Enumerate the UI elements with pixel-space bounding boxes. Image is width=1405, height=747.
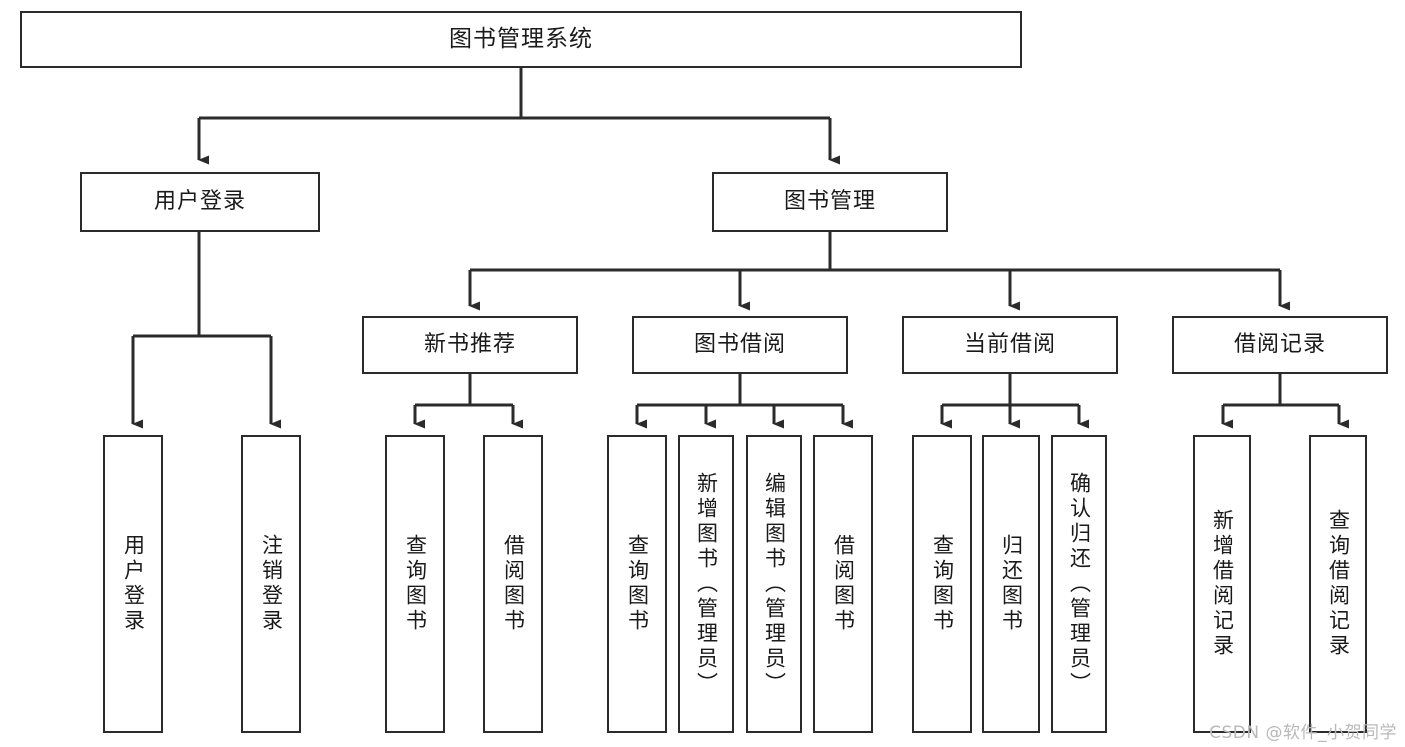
node-user-login-label: 用户登录 xyxy=(153,189,246,215)
leaf-record-add-record-label: 新增借阅记录 xyxy=(1210,509,1235,659)
csdn-watermark: CSDN @软件_小贺同学 xyxy=(1209,723,1397,743)
node-book-borrow[interactable]: 图书借阅 xyxy=(632,316,848,374)
leaf-current-query-book-label: 查询图书 xyxy=(930,534,955,634)
leaf-current-return-book-label: 归还图书 xyxy=(999,534,1024,634)
node-current-borrow-label: 当前借阅 xyxy=(963,332,1056,358)
leaf-recommend-borrow-book[interactable]: 借阅图书 xyxy=(483,435,543,733)
leaf-user-login-logout[interactable]: 注销登录 xyxy=(241,435,301,733)
leaf-borrow-query-book-label: 查询图书 xyxy=(625,534,650,634)
node-borrow-record-label: 借阅记录 xyxy=(1233,332,1326,358)
leaf-borrow-borrow-book-label: 借阅图书 xyxy=(831,534,856,634)
leaf-current-confirm-return-admin[interactable]: 确认归还（管理员） xyxy=(1051,435,1107,733)
leaf-borrow-edit-book-admin-label: 编辑图书（管理员） xyxy=(762,471,787,697)
node-root-system-label: 图书管理系统 xyxy=(449,25,593,52)
node-borrow-record[interactable]: 借阅记录 xyxy=(1172,316,1388,374)
node-book-management[interactable]: 图书管理 xyxy=(712,172,948,232)
node-book-management-label: 图书管理 xyxy=(783,189,876,215)
leaf-borrow-edit-book-admin[interactable]: 编辑图书（管理员） xyxy=(746,435,802,733)
node-root-system[interactable]: 图书管理系统 xyxy=(20,11,1022,68)
leaf-current-return-book[interactable]: 归还图书 xyxy=(982,435,1040,733)
leaf-recommend-query-book[interactable]: 查询图书 xyxy=(385,435,445,733)
leaf-current-query-book[interactable]: 查询图书 xyxy=(912,435,972,733)
node-new-book-recommend-label: 新书推荐 xyxy=(423,332,516,358)
leaf-user-login-login[interactable]: 用户登录 xyxy=(103,435,163,733)
node-book-borrow-label: 图书借阅 xyxy=(693,332,786,358)
node-current-borrow[interactable]: 当前借阅 xyxy=(902,316,1118,374)
leaf-recommend-query-book-label: 查询图书 xyxy=(403,534,428,634)
node-user-login[interactable]: 用户登录 xyxy=(80,172,320,232)
leaf-borrow-add-book-admin-label: 新增图书（管理员） xyxy=(694,471,719,697)
leaf-user-login-logout-label: 注销登录 xyxy=(259,534,284,634)
leaf-user-login-login-label: 用户登录 xyxy=(121,534,146,634)
leaf-record-query-record-label: 查询借阅记录 xyxy=(1326,509,1351,659)
leaf-recommend-borrow-book-label: 借阅图书 xyxy=(501,534,526,634)
leaf-current-confirm-return-admin-label: 确认归还（管理员） xyxy=(1067,471,1092,697)
leaf-borrow-add-book-admin[interactable]: 新增图书（管理员） xyxy=(678,435,734,733)
leaf-record-query-record[interactable]: 查询借阅记录 xyxy=(1309,435,1367,733)
leaf-borrow-query-book[interactable]: 查询图书 xyxy=(607,435,667,733)
leaf-borrow-borrow-book[interactable]: 借阅图书 xyxy=(813,435,873,733)
leaf-record-add-record[interactable]: 新增借阅记录 xyxy=(1193,435,1251,733)
node-new-book-recommend[interactable]: 新书推荐 xyxy=(362,316,578,374)
